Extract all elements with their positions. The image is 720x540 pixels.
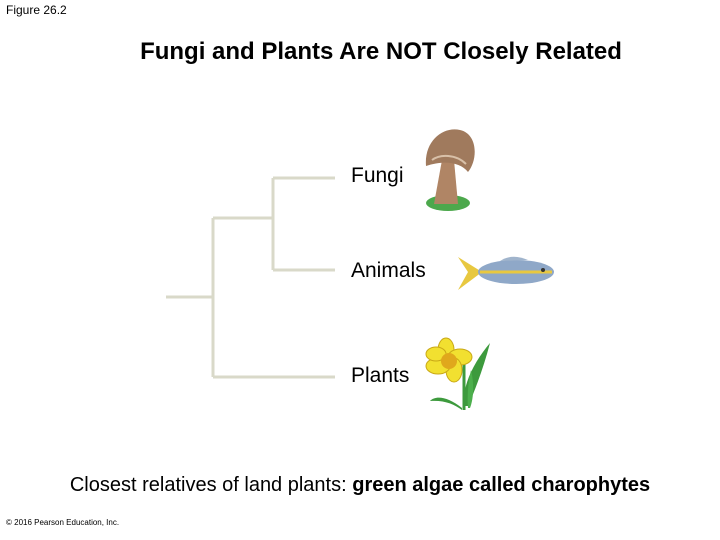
fish-icon <box>458 256 554 290</box>
copyright: © 2016 Pearson Education, Inc. <box>6 518 120 527</box>
taxon-label-plants: Plants <box>351 364 410 387</box>
taxon-label-fungi: Fungi <box>351 164 404 187</box>
tree-branches <box>166 176 335 379</box>
caption-emphasis: green algae called charophytes <box>352 474 651 496</box>
caption-lead: Closest relatives of land plants: <box>69 474 353 496</box>
figure-label: Figure 26.2 <box>6 3 67 17</box>
caption: Closest relatives of land plants: green … <box>0 474 720 497</box>
mushroom-icon <box>425 129 475 211</box>
daffodil-icon <box>425 337 490 410</box>
page-title: Fungi and Plants Are NOT Closely Related <box>140 38 622 65</box>
taxon-label-animals: Animals <box>351 259 426 282</box>
